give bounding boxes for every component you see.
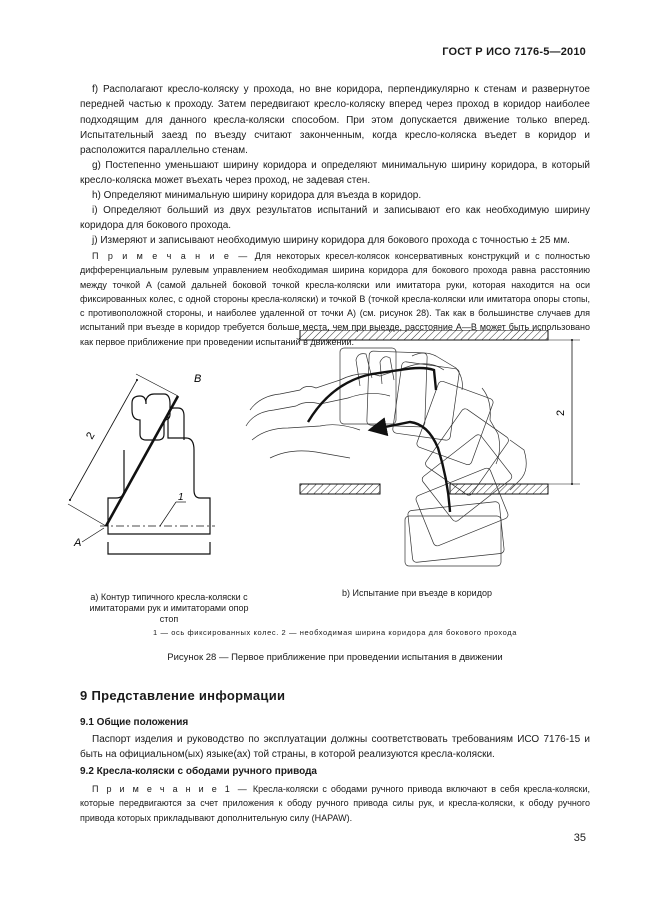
note-label: П р и м е ч а н и е — xyxy=(92,251,250,261)
figure-title: Рисунок 28 — Первое приближение при пров… xyxy=(167,652,503,663)
leader-1 xyxy=(159,501,177,527)
section-9-2-note-text: Кресла-коляски с ободами ручного привода… xyxy=(80,784,590,823)
trajectory-paths xyxy=(306,366,452,513)
paragraph-i: i) Определяют больший из двух результато… xyxy=(80,205,590,232)
note-text: Для некоторых кресел-колясок консерватив… xyxy=(80,251,590,347)
figure-legend: 1 — ось фиксированных колес. 2 — необход… xyxy=(152,628,518,637)
corridor-walls xyxy=(299,329,549,495)
page-header: ГОСТ Р ИСО 7176-5—2010 xyxy=(442,46,586,58)
paragraph-h: h) Определяют минимальную ширину коридор… xyxy=(92,190,422,201)
paragraph-f: f) Располагают кресло-коляску у прохода,… xyxy=(80,84,590,157)
caption-a: а) Контур типичного кресла-коляски с ими… xyxy=(89,592,249,624)
label-2-a: 2 xyxy=(84,430,97,441)
paragraph-g: g) Постепенно уменьшают ширину коридора … xyxy=(80,160,590,187)
figure-28: A B 1 2 xyxy=(60,329,600,602)
label-b: B xyxy=(194,373,201,385)
dimension-2-line xyxy=(68,378,139,502)
caption-b: b) Испытание при въезде в коридор xyxy=(342,588,492,598)
label-a: A xyxy=(73,537,81,549)
section-9-2-title: 9.2 Кресла-коляски с ободами ручного при… xyxy=(80,766,317,777)
section-9-2-note: П р и м е ч а н и е 1 — Кресла-коляски с… xyxy=(80,782,590,825)
note-paragraph: П р и м е ч а н и е — Для некоторых крес… xyxy=(80,249,590,349)
wheelchair-trajectory-outlines xyxy=(245,347,527,567)
page-number: 35 xyxy=(573,832,586,844)
section-9-1-title: 9.1 Общие положения xyxy=(80,717,189,728)
section-9-1-paragraph: Паспорт изделия и руководство по эксплуа… xyxy=(80,734,590,761)
figure-drawing: A B 1 2 xyxy=(67,329,580,567)
ab-diagonal xyxy=(104,395,180,527)
paragraph-j: j) Измеряют и записывают необходимую шир… xyxy=(92,235,570,246)
section-9-title: 9 Представление информации xyxy=(80,688,286,703)
label-2-b: 2 xyxy=(555,410,567,416)
section-9-2-note-label: П р и м е ч а н и е 1 — xyxy=(92,784,249,794)
label-1: 1 xyxy=(178,492,184,503)
figure-a-wheelchair-outline xyxy=(100,393,215,555)
